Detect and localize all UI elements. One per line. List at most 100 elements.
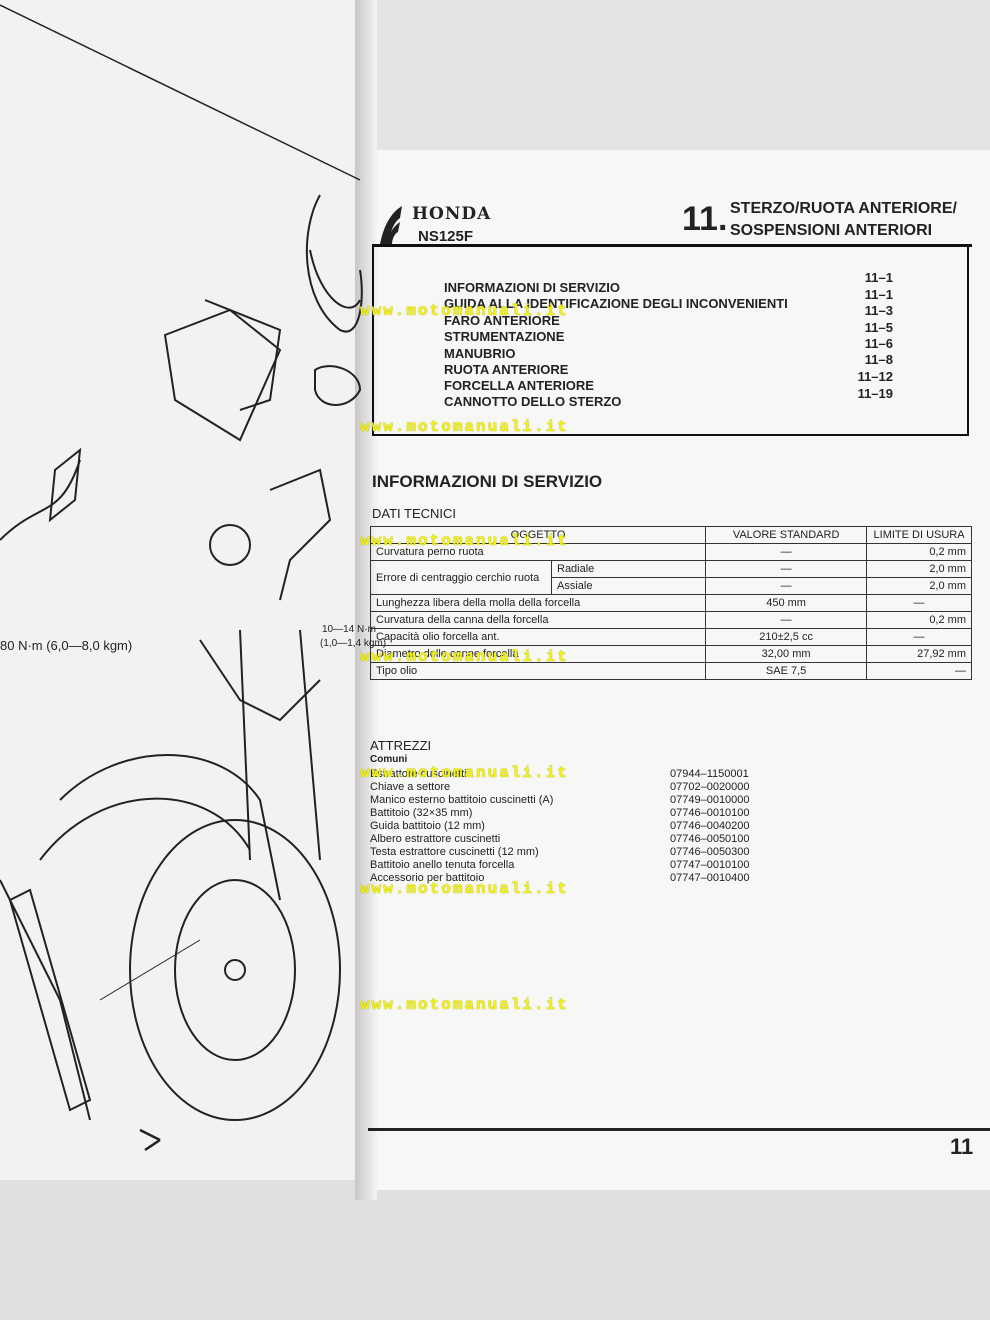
toc-item: MANUBRIO xyxy=(444,346,516,361)
cell-standard: 210±2,5 cc xyxy=(705,628,868,646)
tool-code: 07747–0010100 xyxy=(670,859,750,871)
chapter-header xyxy=(372,186,972,247)
toc-item: FARO ANTERIORE xyxy=(444,313,560,328)
front-fender xyxy=(59,754,281,901)
tool-code: 07944–1150001 xyxy=(670,768,749,780)
tool-name: Battitoio anello tenuta forcella xyxy=(370,859,515,871)
tool-code: 07702–0020000 xyxy=(670,781,750,793)
table-row: Capacità olio forcella ant. 210±2,5 cc — xyxy=(369,628,972,646)
tool-code: 07749–0010000 xyxy=(670,794,750,806)
toc-page: 11–1 xyxy=(864,287,893,302)
tool-name: Chiave a settore xyxy=(370,781,451,793)
cell-item: Tipo olio xyxy=(369,662,707,680)
tool-name: Testa estrattore cuscinetti (12 mm) xyxy=(370,846,539,858)
cell-item: Lunghezza libera della molla della force… xyxy=(369,594,707,612)
cell-limit: — xyxy=(866,594,972,612)
cell-limit: 2,0 mm xyxy=(866,577,972,595)
exploded-view-drawing xyxy=(0,4,363,1152)
toc-box xyxy=(372,244,969,436)
toc-page: 11–8 xyxy=(864,352,893,367)
cell-item: Curvatura della canna della forcella xyxy=(369,611,707,629)
cell-subitem: Assiale xyxy=(550,577,707,595)
page-number: 11 xyxy=(950,1134,974,1159)
tool-name: Manico esterno battitoio cuscinetti (A) xyxy=(370,794,554,806)
cell-standard: — xyxy=(705,560,868,578)
toc-item: INFORMAZIONI DI SERVIZIO xyxy=(444,280,620,295)
cell-item: Capacità olio forcella ant. xyxy=(369,628,707,646)
tool-code: 07747–0010400 xyxy=(670,872,750,884)
specs-subtitle: DATI TECNICI xyxy=(372,506,457,521)
fairing-shape xyxy=(305,194,363,333)
page-bottom-edge xyxy=(0,1180,990,1320)
cell-standard: — xyxy=(705,543,868,561)
cell-limit: — xyxy=(866,628,972,646)
tool-name: Guida battitoio (12 mm) xyxy=(370,820,485,832)
cell-standard: SAE 7,5 xyxy=(705,662,868,680)
cell-standard: 450 mm xyxy=(705,594,868,612)
table-row: Curvatura della canna della forcella — 0… xyxy=(369,611,972,629)
cell-limit: 0,2 mm xyxy=(866,543,972,561)
model-name: NS125F xyxy=(418,228,474,245)
tool-code: 07746–0010100 xyxy=(670,807,750,819)
tool-code: 07746–0050300 xyxy=(670,846,750,858)
toc-item: STRUMENTAZIONE xyxy=(444,329,565,344)
chapter-title-line1: STERZO/RUOTA ANTERIORE/ xyxy=(730,200,957,217)
tools-title: ATTREZZI xyxy=(370,738,432,753)
toc-item: GUIDA ALLA IDENTIFICAZIONE DEGLI INCONVE… xyxy=(444,296,788,311)
front-wheel xyxy=(129,819,341,1121)
toc-page: 11–6 xyxy=(864,336,893,351)
honda-wing-logo xyxy=(380,206,402,244)
cell-item: Errore di centraggio cerchio ruota xyxy=(370,560,552,595)
cell-limit: 27,92 mm xyxy=(866,645,972,663)
watermark: www.motomanuali.it xyxy=(360,532,569,550)
book-gutter xyxy=(355,0,377,1200)
tool-name: Battitoio (32×35 mm) xyxy=(370,807,473,819)
mirror-shape xyxy=(48,447,82,523)
table-header-row: OGGETTO VALORE STANDARD LIMITE DI USURA xyxy=(369,526,972,544)
specs-table: OGGETTO VALORE STANDARD LIMITE DI USURA … xyxy=(369,526,972,680)
col-header-standard: VALORE STANDARD xyxy=(705,526,868,544)
watermark: www.motomanuali.it xyxy=(360,418,569,436)
toc-item: FORCELLA ANTERIORE xyxy=(444,378,594,393)
torque-callout-small-kgm: (1,0—1,4 kgm) xyxy=(320,638,387,649)
fork-leg xyxy=(8,888,92,1112)
table-row: Lunghezza libera della molla della force… xyxy=(369,594,972,612)
tool-name: Albero estrattore cuscinetti xyxy=(370,833,501,845)
torque-callout-small: 10—14 N·m xyxy=(322,624,376,635)
table-row: Tipo olio SAE 7,5 — xyxy=(369,662,972,680)
tools-subtitle: Comuni xyxy=(370,754,408,765)
cell-standard: — xyxy=(705,611,868,629)
toc-page: 11–5 xyxy=(864,320,893,335)
cell-item: Curvatura perno ruota xyxy=(369,543,707,561)
watermark: www.motomanuali.it xyxy=(360,764,569,782)
toc-page: 11–1 xyxy=(864,270,893,285)
toc-item: RUOTA ANTERIORE xyxy=(444,362,569,377)
tool-name: Estrattore cuscinetti xyxy=(370,768,467,780)
cell-standard: 32,00 mm xyxy=(705,645,868,663)
cell-limit: — xyxy=(866,662,972,680)
toc-page: 11–3 xyxy=(864,303,893,318)
cell-standard: — xyxy=(705,577,868,595)
toc-page: 11–12 xyxy=(857,369,893,384)
watermark: www.motomanuali.it xyxy=(360,996,569,1014)
torque-callout: 80 N·m (6,0—8,0 kgm) xyxy=(0,638,133,653)
watermark: www.motomanuali.it xyxy=(360,302,569,320)
headlight-shape xyxy=(163,308,282,442)
cell-limit: 2,0 mm xyxy=(866,560,972,578)
watermark: www.motomanuali.it xyxy=(360,880,569,898)
cell-limit: 0,2 mm xyxy=(866,611,972,629)
tool-code: 07746–0040200 xyxy=(670,820,750,832)
section-title: INFORMAZIONI DI SERVIZIO xyxy=(372,472,603,491)
footer-rule xyxy=(368,1128,990,1131)
watermark: www.motomanuali.it xyxy=(360,648,569,666)
toc-item: CANNOTTO DELLO STERZO xyxy=(444,394,622,409)
tool-name: Accessorio per battitoio xyxy=(370,872,485,884)
col-header-limit: LIMITE DI USURA xyxy=(866,526,972,544)
chapter-number: 11. xyxy=(682,200,728,238)
cell-subitem: Radiale xyxy=(550,560,707,578)
chapter-title-line2: SOSPENSIONI ANTERIORI xyxy=(730,222,933,239)
cable-reel xyxy=(209,524,251,566)
table-row: Diametro delle canne forcella 32,00 mm 2… xyxy=(369,645,972,663)
toc-page: 11–19 xyxy=(857,386,893,401)
table-row: Errore di centraggio cerchio ruota Radia… xyxy=(370,560,972,595)
